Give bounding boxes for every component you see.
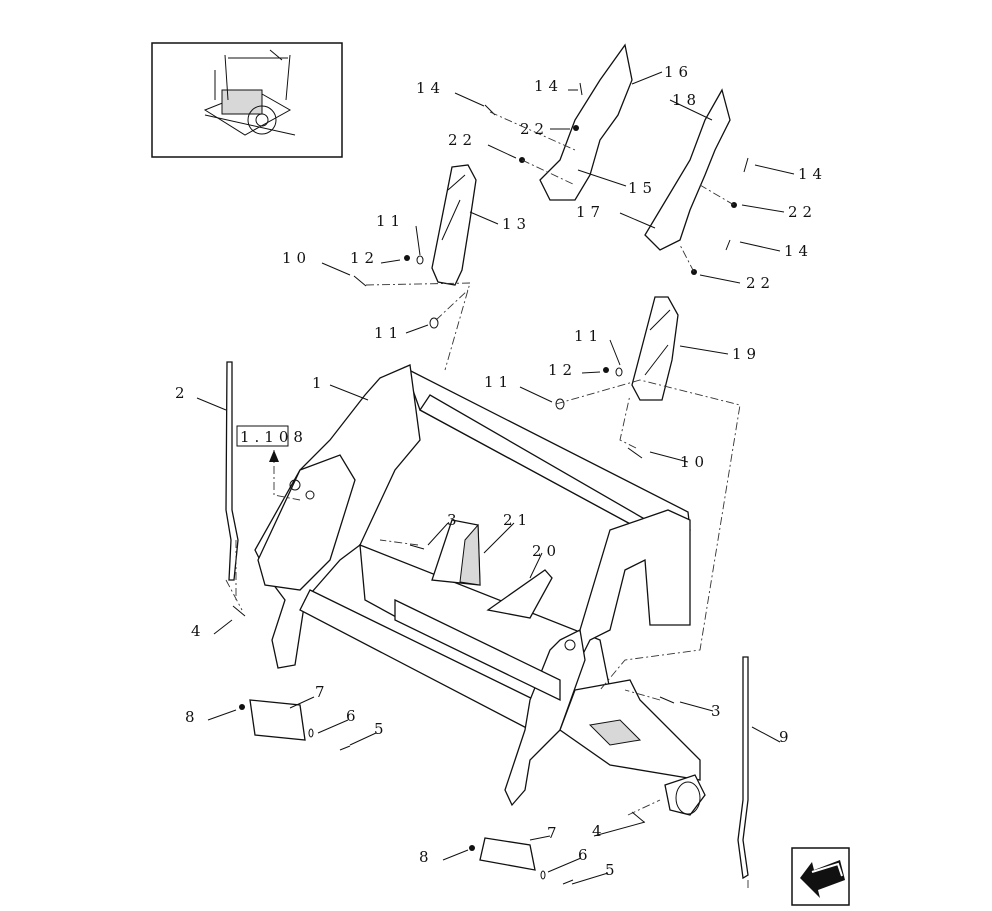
callout-5: 5 [374,720,389,738]
callout-4: 4 [592,822,607,840]
callout-11: 11 [376,212,405,230]
callout-3: 3 [447,511,462,529]
callout-7: 7 [315,683,330,701]
callout-6: 6 [578,846,593,864]
assembly-thumbnail-icon[interactable] [151,42,343,158]
callout-17: 17 [576,203,605,221]
callout-14: 14 [798,165,827,183]
reference-text: 1.108 [240,428,308,446]
callout-1: 1 [312,374,327,392]
callout-4: 4 [191,622,206,640]
frame-assembly [254,364,706,816]
assembly-lines [225,111,749,890]
callout-9: 9 [779,728,794,746]
callout-20: 20 [532,542,561,560]
callout-15: 15 [628,179,657,197]
callout-11: 11 [574,327,603,345]
callout-8: 8 [419,848,434,866]
callout-12: 12 [548,361,577,379]
callout-18: 18 [672,91,701,109]
reference-box[interactable]: 1.108 [236,425,308,462]
callout-14: 14 [534,77,563,95]
callout-11: 11 [374,324,403,342]
callout-10: 10 [680,453,709,471]
callout-2: 2 [175,384,190,402]
previous-page-arrow-icon[interactable] [791,847,850,906]
callout-13: 13 [502,215,531,233]
callout-19: 19 [732,345,761,363]
callout-22: 22 [788,203,817,221]
callout-14: 14 [784,242,813,260]
parts [225,43,749,885]
callout-labels: 14 14 16 18 22 22 15 13 17 14 22 14 22 1… [175,63,827,879]
callout-8: 8 [185,708,200,726]
callout-22: 22 [520,120,549,138]
callout-12: 12 [350,249,379,267]
callout-6: 6 [346,707,361,725]
callout-5: 5 [605,861,620,879]
callout-21: 21 [503,511,532,529]
callout-10: 10 [282,249,311,267]
callout-3: 3 [711,702,726,720]
callout-22: 22 [746,274,775,292]
callout-16: 16 [664,63,693,81]
callout-7: 7 [547,824,562,842]
leader-lines [196,71,795,885]
callout-22: 22 [448,131,477,149]
callout-14: 14 [416,79,445,97]
callout-11: 11 [484,373,513,391]
